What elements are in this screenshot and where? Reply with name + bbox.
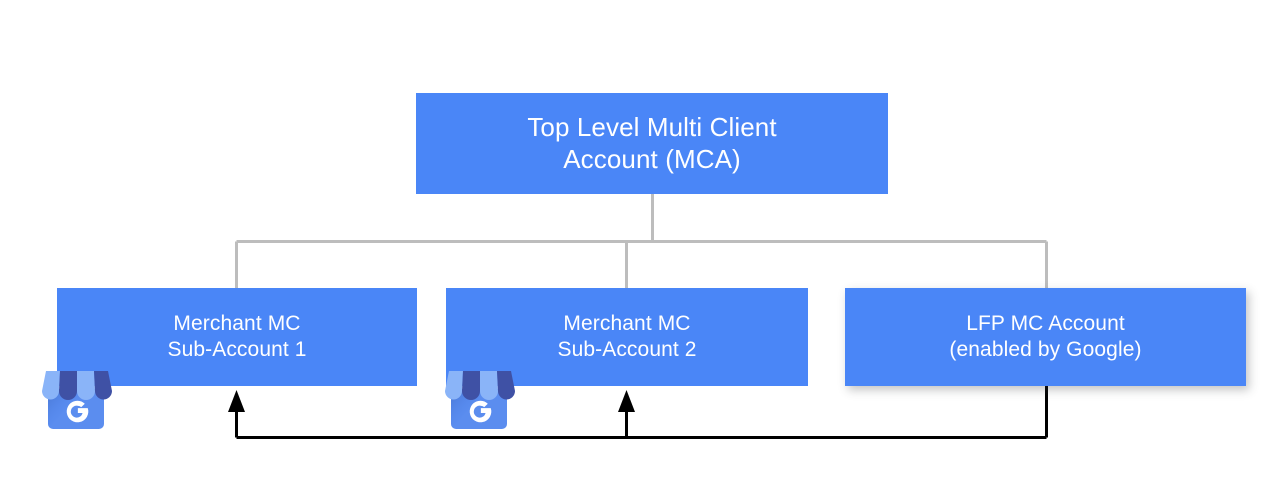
google-g-icon [66, 400, 89, 423]
flow-connectors [235, 386, 1048, 439]
storefront-awning [445, 371, 515, 400]
hierarchy-connectors [235, 194, 1048, 288]
storefront-shade [451, 389, 487, 429]
node-top-level-mca-label: Top Level Multi Client Account (MCA) [527, 111, 777, 174]
storefront-awning [42, 371, 112, 400]
node-merchant-sub-account-2[interactable]: Merchant MC Sub-Account 2 [446, 288, 808, 386]
node-merchant-sub-account-2-label: Merchant MC Sub-Account 2 [557, 312, 697, 361]
flow-arrowheads [228, 390, 635, 412]
arrow-up-icon-sub2 [618, 390, 635, 412]
node-lfp-mc-account-label: LFP MC Account (enabled by Google) [949, 312, 1142, 361]
storefront-shade [48, 389, 84, 429]
node-merchant-sub-account-1-label: Merchant MC Sub-Account 1 [167, 312, 307, 361]
google-g-icon [469, 400, 492, 423]
node-top-level-mca[interactable]: Top Level Multi Client Account (MCA) [416, 93, 888, 194]
node-lfp-mc-account[interactable]: LFP MC Account (enabled by Google) [845, 288, 1246, 386]
google-my-business-storefront-icon [42, 371, 112, 429]
arrow-up-icon-sub1 [228, 390, 245, 412]
google-my-business-storefront-icon [445, 371, 515, 429]
node-merchant-sub-account-1[interactable]: Merchant MC Sub-Account 1 [57, 288, 417, 386]
